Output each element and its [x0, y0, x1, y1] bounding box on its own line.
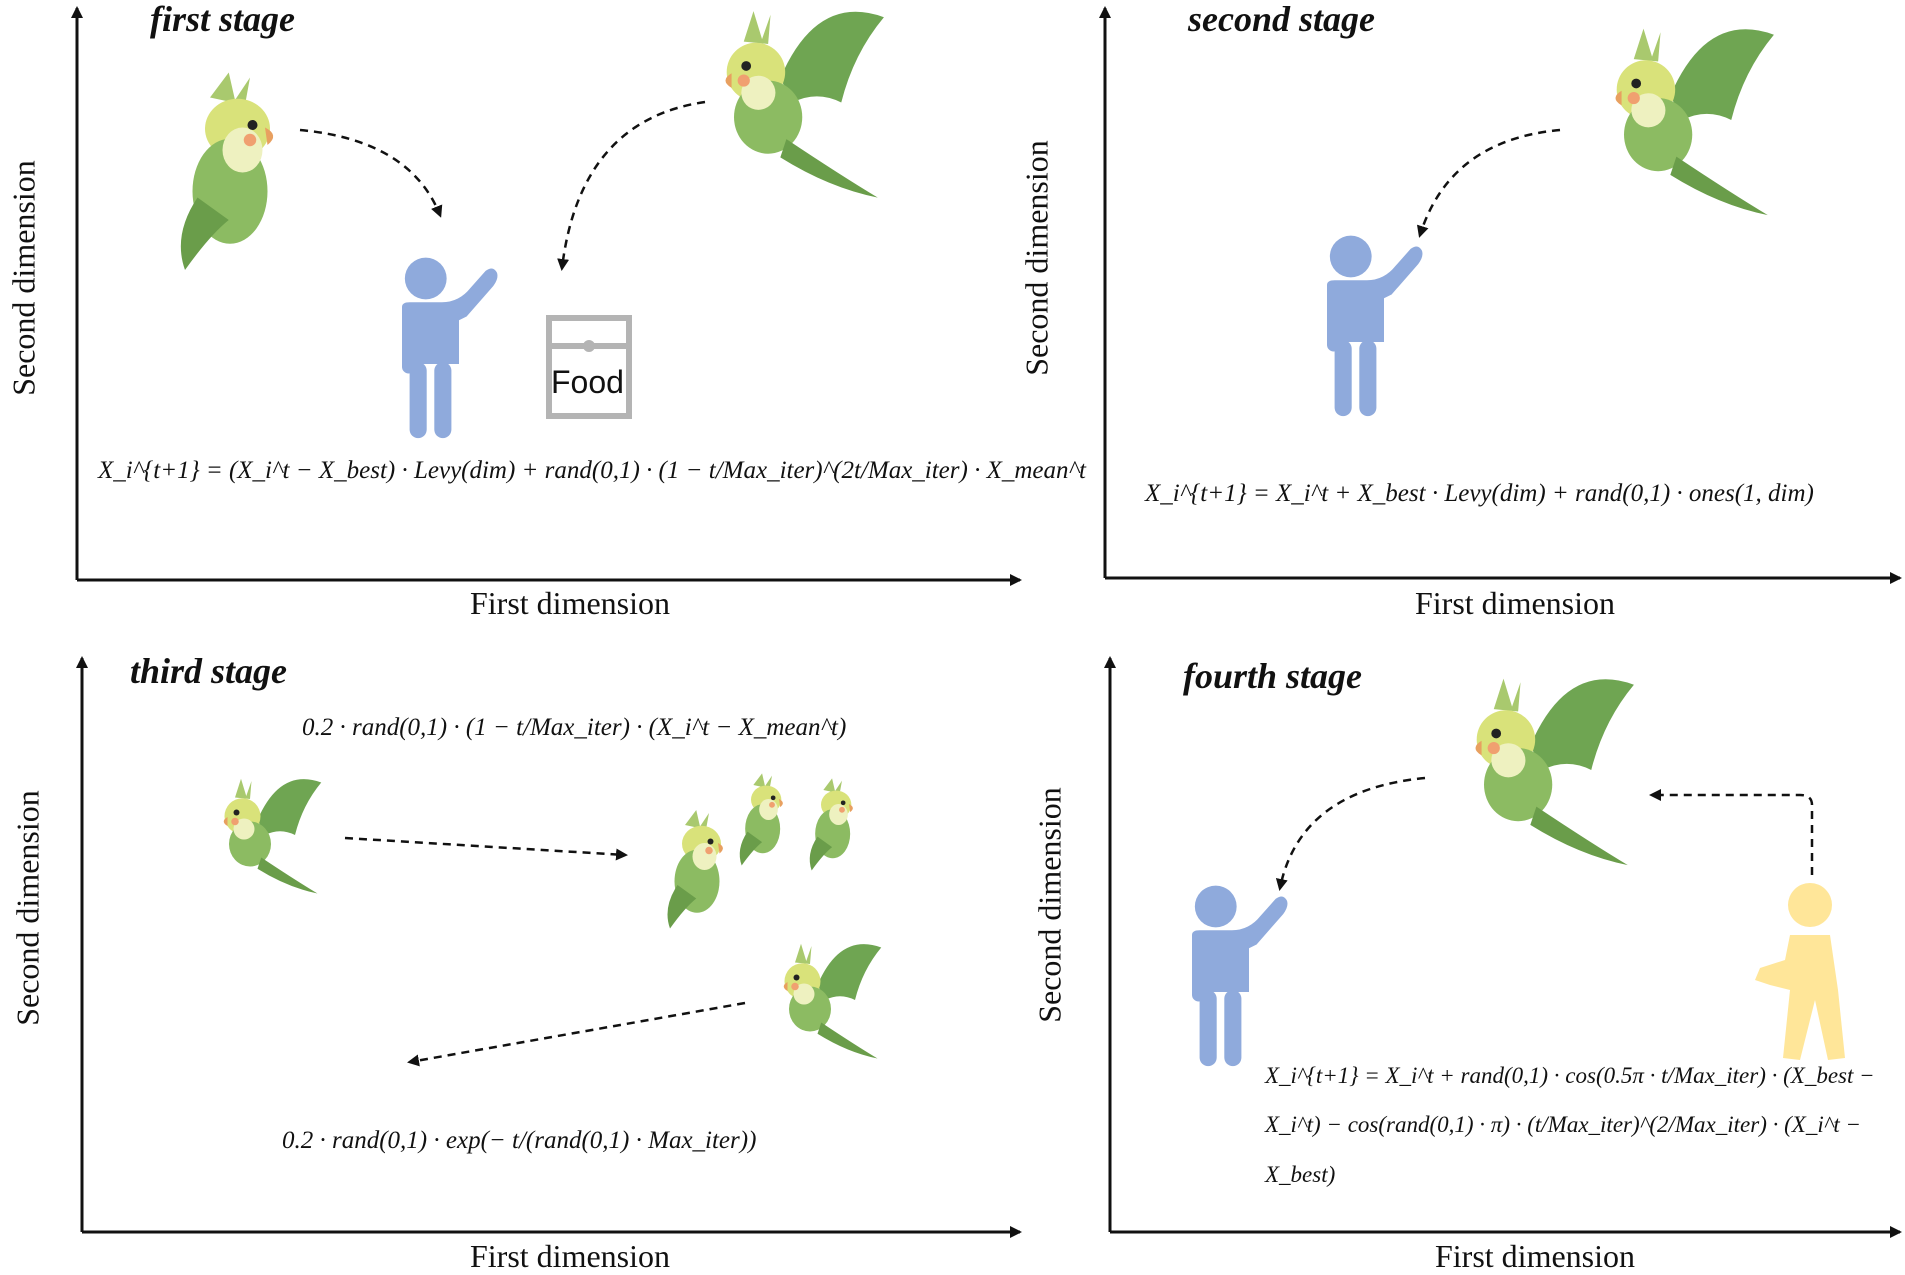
dashed-arrow	[407, 1001, 746, 1067]
parrot-icon	[783, 943, 882, 1059]
parrot-icon	[1615, 28, 1774, 216]
parrot-icon	[725, 11, 884, 198]
panel-1-xlabel: First dimension	[469, 585, 671, 621]
panel-4-xlabel: First dimension	[1434, 1238, 1636, 1274]
panel-3-xlabel: First dimension	[469, 1238, 671, 1274]
panel-1-axes	[71, 6, 1022, 586]
panel-3-ylabel: Second dimension	[9, 790, 46, 1026]
panel-3-formula-bottom: 0.2 · rand(0,1) · exp(− t/(rand(0,1) · M…	[282, 1125, 756, 1155]
panel-2-xlabel: First dimension	[1414, 585, 1616, 621]
parrot-icon	[739, 773, 783, 866]
panel-1-formula: X_i^{t+1} = (X_i^t − X_best) · Levy(dim)…	[98, 455, 1086, 485]
panel-4-ylabel: Second dimension	[1031, 787, 1068, 1023]
formula-text: X_i^{t+1} = (X_i^t − X_best) · Levy(dim)…	[98, 457, 1087, 484]
panel-4-axes	[1104, 656, 1902, 1238]
panel-2-title: second stage	[1188, 0, 1375, 39]
person-icon	[1192, 885, 1288, 1067]
panel-4-formula: X_i^{t+1} = X_i^t + rand(0,1) · cos(0.5π…	[1265, 1050, 1895, 1198]
parrot-icon	[223, 778, 322, 894]
person-icon	[402, 257, 498, 439]
person-walking-icon	[1755, 883, 1845, 1060]
dashed-arrow	[1416, 128, 1561, 238]
panel-1-title: first stage	[150, 0, 296, 39]
dashed-arrow	[557, 100, 706, 271]
formula-text: 0.2 · rand(0,1) · (1 − t/Max_iter) · (X_…	[302, 714, 847, 741]
parrot-icon	[1475, 678, 1634, 866]
dashed-arrow	[1649, 789, 1814, 875]
parrot-icon	[180, 72, 274, 270]
dashed-arrow	[299, 128, 443, 218]
parrot-icon	[809, 778, 853, 871]
panel-3-axes	[76, 656, 1022, 1238]
dashed-arrow	[1275, 776, 1426, 891]
food-box-icon	[546, 315, 632, 419]
formula-text: 0.2 · rand(0,1) · exp(− t/(rand(0,1) · M…	[282, 1127, 757, 1154]
panel-2-formula: X_i^{t+1} = X_i^t + X_best · Levy(dim) +…	[1145, 478, 1814, 508]
parrot-icon	[667, 810, 723, 929]
panel-3-formula-top: 0.2 · rand(0,1) · (1 − t/Max_iter) · (X_…	[302, 712, 846, 742]
person-icon	[1327, 235, 1423, 417]
panel-1-ylabel: Second dimension	[5, 160, 42, 396]
food-label: Food	[551, 364, 624, 400]
panel-3-title: third stage	[130, 651, 288, 691]
panel-4-title: fourth stage	[1183, 656, 1363, 696]
formula-text: X_i^{t+1} = X_i^t + X_best · Levy(dim) +…	[1145, 480, 1814, 507]
dashed-arrow	[344, 836, 628, 861]
formula-text: X_i^{t+1} = X_i^t + rand(0,1) · cos(0.5π…	[1265, 1063, 1875, 1187]
panel-2-axes	[1099, 6, 1902, 584]
panel-2-ylabel: Second dimension	[1018, 140, 1055, 376]
